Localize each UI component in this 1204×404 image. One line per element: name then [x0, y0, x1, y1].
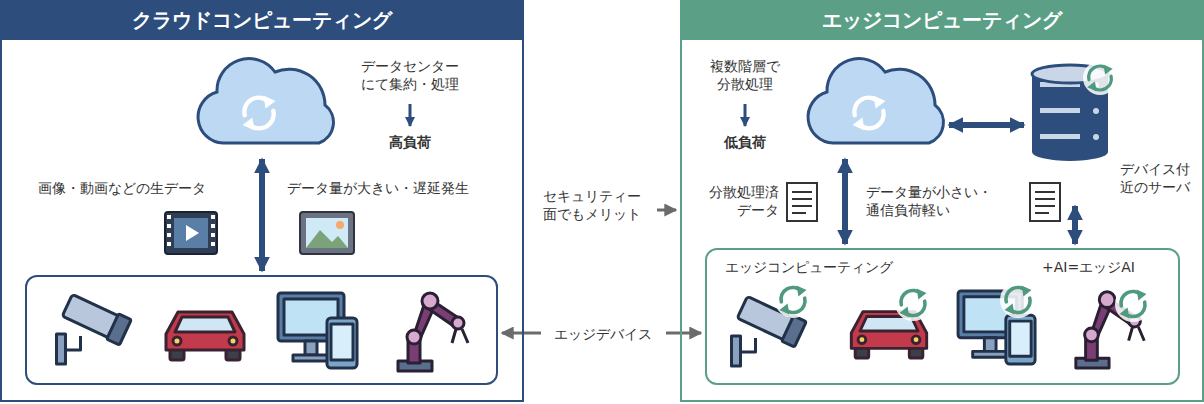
node-text: エッジコンピューティング: [725, 258, 893, 276]
small-arrow: [409, 104, 412, 126]
car-icon: [166, 312, 244, 360]
image-icon: [300, 212, 354, 254]
sync-icon: [775, 282, 1151, 322]
document-icon: [787, 183, 817, 221]
annotation-label: データ量が小さい・ 通信負荷軽い: [866, 183, 1002, 219]
security-note: セキュリティー 面でもメリット: [533, 183, 653, 227]
data-center-cloud: データセンター にて集約・処理高負荷: [185, 55, 485, 155]
device-group: エッジコンピューティング +AI=エッジAI: [705, 248, 1180, 385]
small-arrow: [744, 104, 747, 126]
database-shape: [1028, 62, 1118, 162]
robot-icon: [398, 293, 468, 371]
annotation-label: 分散処理済 データ: [697, 183, 779, 219]
node-text: データセンター にて集約・処理: [345, 57, 475, 93]
video-icon: [165, 212, 217, 254]
annotation-label: データ量が大きい・遅延発生: [287, 179, 469, 197]
device-group: [25, 275, 498, 385]
arrow-connector: [259, 159, 265, 271]
camera-icon: [57, 293, 132, 364]
annotation-label: 画像・動画などの生データ: [38, 179, 206, 197]
monitor-icon: [278, 293, 357, 368]
cloud-shape: [795, 55, 945, 150]
arrow-connector: [842, 159, 848, 244]
arrow-connector: [1072, 206, 1078, 244]
arrow-connector: [502, 332, 541, 335]
cloud-shape: [185, 55, 335, 150]
edge-panel: エッジコンピューティング複数階層で 分散処理低負荷デバイス付 近のサーバエッジコ…: [680, 0, 1204, 402]
node-text: デバイス付 近のサーバ: [1120, 160, 1200, 196]
node-text: エッジコンピューティング: [682, 8, 1202, 32]
arrow-connector: [666, 332, 701, 335]
edge-device-label: エッジデバイス: [545, 322, 662, 346]
arrow-connector: [949, 122, 1024, 128]
node-text: セキュリティー 面でもメリット: [533, 187, 651, 223]
edge-server: デバイス付 近のサーバ: [1028, 62, 1202, 202]
node-subtext: 高負荷: [345, 133, 475, 151]
document-icon: [1030, 183, 1060, 221]
arrow-connector: [657, 209, 676, 212]
cloud-panel: クラウドコンピューティングデータセンター にて集約・処理高負荷: [0, 0, 524, 402]
node-text: エッジデバイス: [545, 325, 660, 343]
node-subtext: 低負荷: [695, 133, 795, 151]
distributed-cloud: 複数階層で 分散処理低負荷: [695, 55, 945, 155]
node-text: クラウドコンピューティング: [2, 8, 522, 32]
node-subtext: +AI=エッジAI: [1042, 258, 1135, 276]
node-text: 複数階層で 分散処理: [695, 57, 795, 93]
